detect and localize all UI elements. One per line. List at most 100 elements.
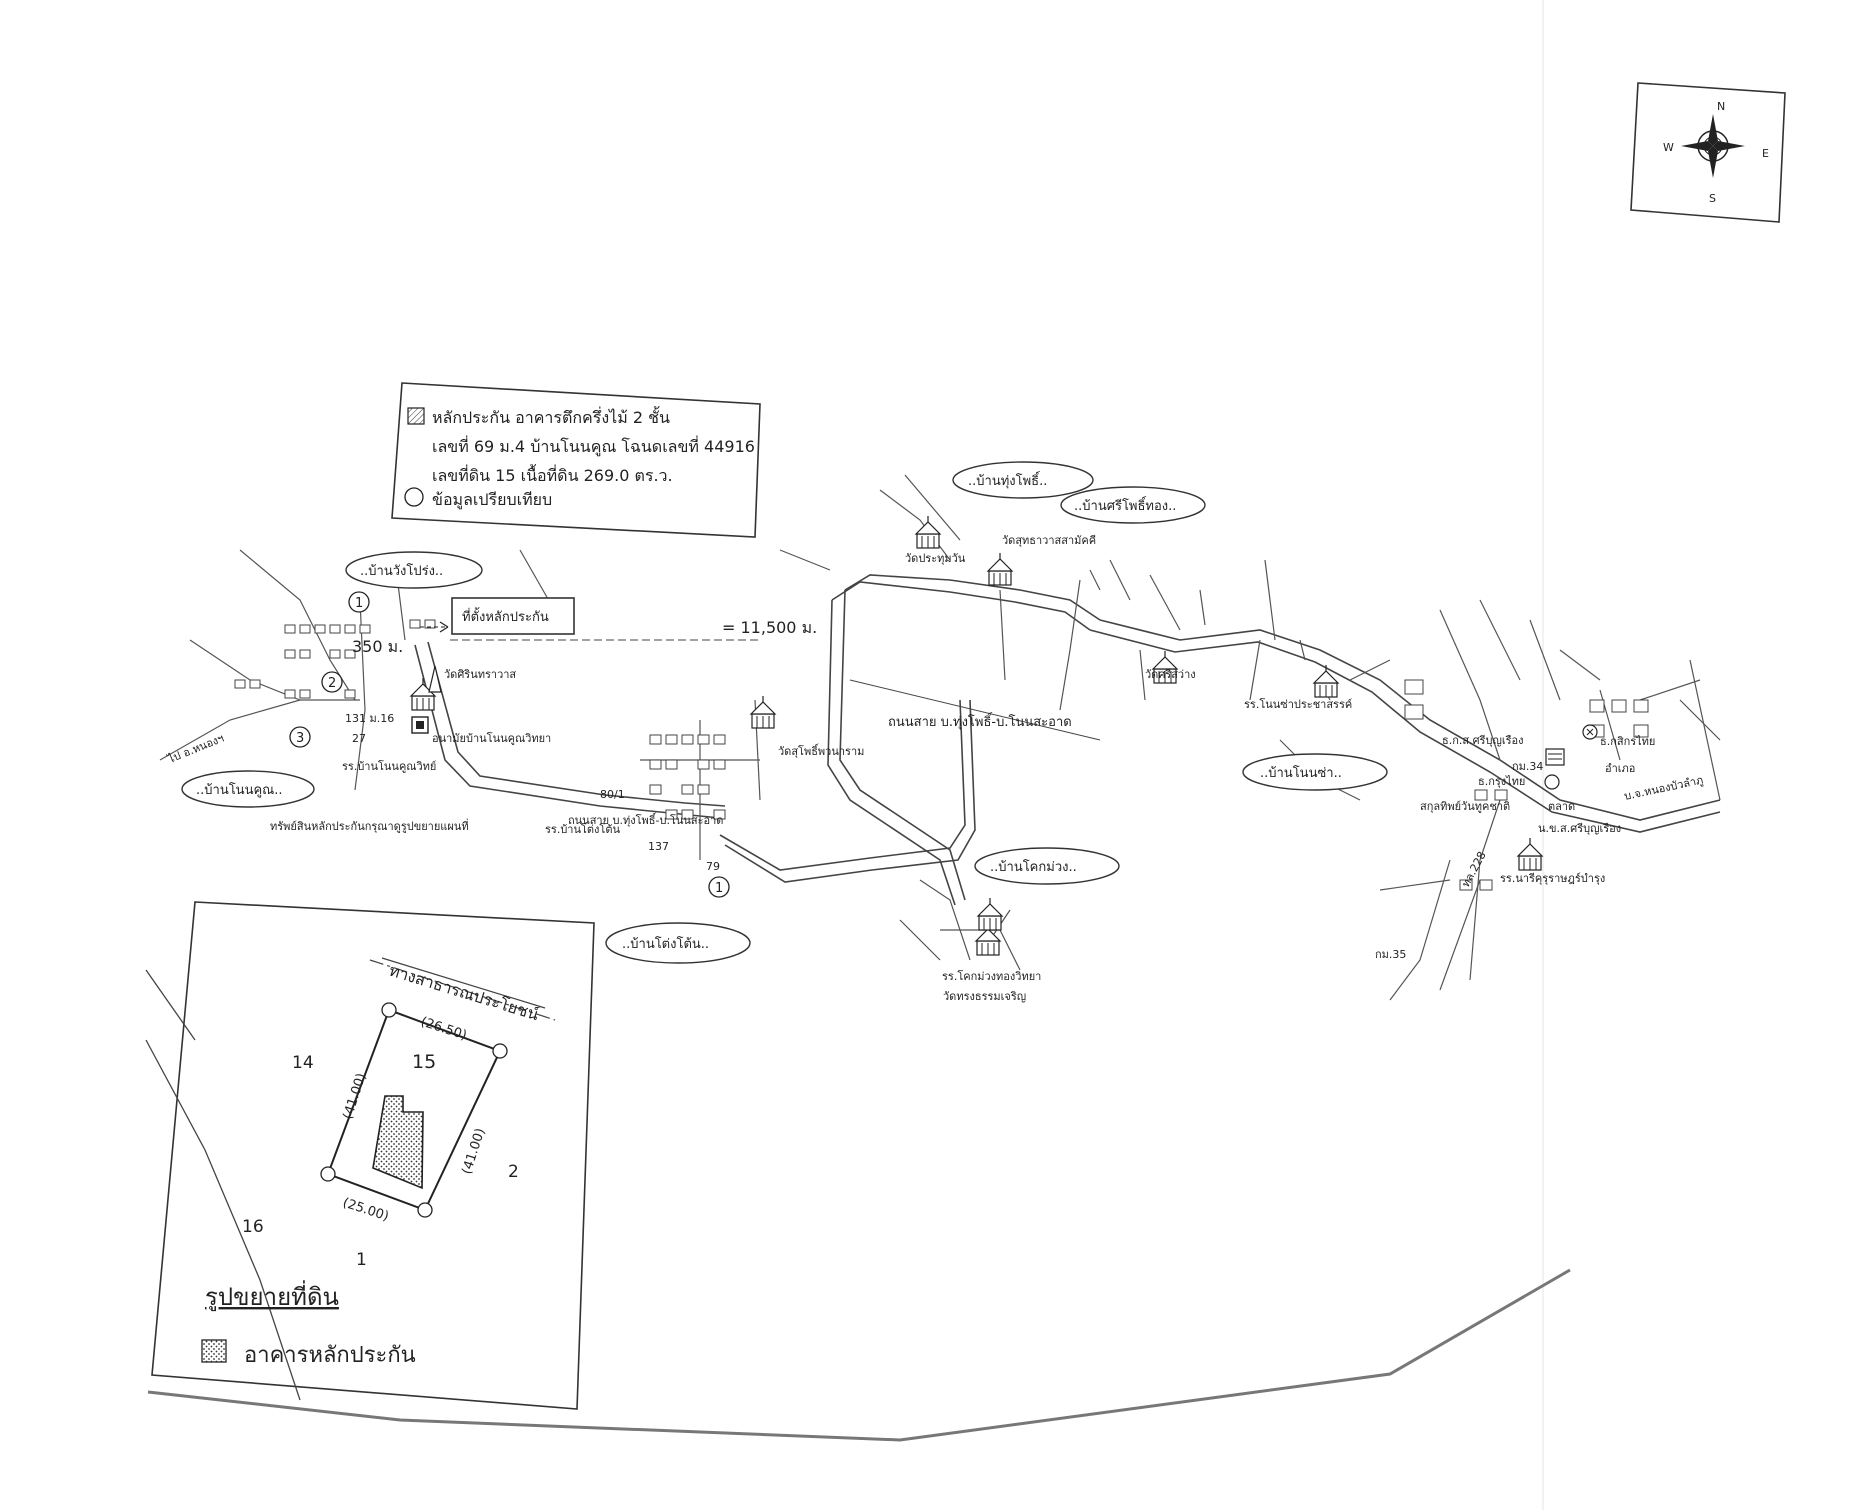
label-house-80: 80/1	[600, 788, 625, 801]
svg-text:..บ้านโนนซ่า..: ..บ้านโนนซ่า..	[1260, 765, 1342, 781]
village-blocks-east	[1404, 679, 1649, 891]
label-market: ตลาด	[1548, 800, 1575, 813]
village-oval-khokmuang: ..บ้านโคกม่วง..	[974, 847, 1120, 885]
label-wat-sutha: วัดสุทธาวาสสามัคคี	[1002, 534, 1096, 547]
village-oval-nonkhun: ..บ้านโนนคูณ..	[181, 770, 315, 808]
label-bank-kasikorn: ธ.กสิกรไทย	[1600, 735, 1655, 748]
legend-frame	[391, 382, 761, 538]
label-wat-srisawang: วัดศรีสว่าง	[1145, 668, 1196, 681]
svg-text:2: 2	[328, 676, 336, 691]
svg-text:ที่ตั้งหลักประกัน: ที่ตั้งหลักประกัน	[462, 607, 549, 625]
page-fold-edge	[147, 1268, 1571, 1442]
village-oval-thungpho: ..บ้านทุ่งโพธิ์..	[952, 461, 1094, 499]
village-oval-sriphothong: ..บ้านศรีโพธิ์ทอง..	[1060, 486, 1206, 524]
compass-w-label: W	[1663, 141, 1674, 154]
neighbor-bottom-left-label: 16	[242, 1217, 264, 1237]
label-to-nongbua: บ.จ.หนองบัวลำภู	[1623, 773, 1704, 802]
label-bank-krungthai: ธ.กรุงไทย	[1478, 775, 1525, 788]
label-district-office: อำเภอ	[1605, 762, 1635, 775]
label-school-nari: รร.นารีคุรุราษฎร์บำรุง	[1500, 872, 1605, 885]
label-bank-baac: ธ.ก.ส.ศรีบุญเรือง	[1442, 734, 1523, 747]
legend-box: หลักประกัน อาคารตึกครึ่งไม้ 2 ชั้น เลขที…	[391, 382, 761, 538]
svg-text:..บ้านโคกม่วง..: ..บ้านโคกม่วง..	[990, 859, 1077, 875]
temple-icon	[915, 515, 941, 549]
compass-icon	[1681, 114, 1745, 178]
neighbor-right-label: 2	[508, 1162, 519, 1182]
compass-rose: N S E W	[1630, 82, 1786, 223]
distance-short-label: 350 ม.	[352, 637, 403, 656]
collateral-hatch-icon	[407, 407, 425, 425]
legend-collateral-line3: เลขที่ดิน 15 เนื้อที่ดิน 269.0 ตร.ว.	[432, 464, 673, 485]
inset-title: รูปขยายที่ดิน	[205, 1280, 339, 1312]
temple-icon	[987, 552, 1013, 586]
label-km35: กม.35	[1375, 948, 1406, 961]
label-road-small: ถนนสาย บ.ทุ่งโพธิ์-บ.โนนสะอาด	[568, 812, 723, 827]
label-health-center: อนามัยบ้านโนนคูณวิทยา	[432, 731, 551, 745]
comparison-marker-1-left: 1	[348, 591, 370, 613]
district-office-icon	[1582, 724, 1598, 740]
village-oval-tongton: ..บ้านโต่งโต้น..	[605, 922, 751, 964]
distance-label: = 11,500 ม.	[722, 618, 817, 637]
village-blocks-center	[649, 734, 726, 820]
neighbor-left-label: 14	[292, 1053, 314, 1073]
label-house-137: 137	[648, 840, 669, 853]
comparison-circle-icon	[404, 487, 424, 507]
temple-icon	[1517, 837, 1543, 871]
label-house-131: 131 ม.16	[345, 712, 394, 725]
plot-corner-marker	[417, 1202, 433, 1218]
svg-text:3: 3	[296, 731, 304, 746]
comparison-marker-3: 3	[289, 726, 311, 748]
label-school-srib: น.ข.ส.ศรีบุญเรือง	[1538, 822, 1621, 835]
collateral-location-callout: ที่ตั้งหลักประกัน	[420, 597, 575, 635]
label-house-27: 27	[352, 732, 366, 745]
expand-note: ทรัพย์สินหลักประกันกรุณาดูรูปขยายแผนที่	[270, 818, 469, 833]
village-oval-wangprong: ..บ้านวังโปร่ง..	[345, 551, 483, 589]
svg-text:1: 1	[715, 881, 723, 896]
label-wat-siri: วัดศิรินทราวาส	[444, 668, 516, 681]
compass-s-label: S	[1709, 192, 1716, 205]
svg-text:..บ้านโต่งโต้น..: ..บ้านโต่งโต้น..	[622, 936, 709, 952]
svg-text:..บ้านวังโปร่ง..: ..บ้านวังโปร่ง..	[360, 563, 443, 579]
plot-corner-marker	[492, 1043, 508, 1059]
label-wat-suthi: วัดสุโพธิ์พวนาราม	[778, 743, 864, 758]
comparison-marker-1-center: 1	[708, 876, 730, 898]
label-school-nonkhun: รร.บ้านโนนคูณวิทย์	[342, 759, 436, 773]
compass-frame	[1630, 82, 1786, 223]
legend-collateral-line2: เลขที่ 69 ม.4 บ้านโนนคูณ โฉนดเลขที่ 4491…	[432, 435, 755, 457]
road-label: ถนนสาย บ.ทุ่งโพธิ์-บ.โนนสะอาด	[888, 712, 1072, 730]
neighbor-bottom-label: 1	[356, 1250, 367, 1270]
road-label-leader	[849, 679, 1101, 741]
svg-text:..บ้านศรีโพธิ์ทอง..: ..บ้านศรีโพธิ์ทอง..	[1074, 496, 1176, 514]
inset-boundary-line	[145, 1039, 301, 1401]
bank-icon	[1545, 748, 1565, 766]
school-flag-icon	[411, 716, 429, 734]
building-footprint	[372, 1095, 424, 1190]
svg-text:..บ้านโนนคูณ..: ..บ้านโนนคูณ..	[196, 782, 282, 798]
legend-collateral-line1: หลักประกัน อาคารตึกครึ่งไม้ 2 ชั้น	[432, 406, 670, 427]
plot-corner-marker	[320, 1166, 336, 1182]
inset-road-dashline	[369, 959, 556, 1021]
label-police: สกุลทิพย์วันทูคชาติ	[1420, 800, 1510, 813]
inset-plot: ทางสาธารณประโยชน์ 15 14 2 16 1 (26.50) (…	[145, 901, 595, 1410]
label-wat-prathum: วัดประทุมวัน	[905, 552, 966, 565]
compass-n-label: N	[1717, 100, 1725, 113]
temple-icon	[1313, 664, 1339, 698]
market-icon	[1544, 774, 1560, 790]
label-house-79: 79	[706, 860, 720, 873]
compass-e-label: E	[1762, 147, 1769, 160]
stupa-icon	[428, 665, 442, 693]
inset-road-edge	[381, 957, 546, 1009]
plot-number-label: 15	[412, 1051, 436, 1073]
label-school-nonsa: รร.โนนซ่าประชาสรรค์	[1244, 697, 1352, 711]
plot-corner-marker	[381, 1002, 397, 1018]
temple-icon	[977, 897, 1003, 931]
comparison-marker-2: 2	[321, 671, 343, 693]
village-blocks-left	[234, 619, 436, 699]
label-wat-thongtham: วัดทรงธรรมเจริญ	[943, 990, 1026, 1003]
inset-legend-label: อาคารหลักประกัน	[244, 1343, 416, 1368]
legend-comparison-label: ข้อมูลเปรียบเทียบ	[432, 490, 552, 510]
label-km34: กม.34	[1512, 760, 1543, 773]
village-oval-nonsa: ..บ้านโนนซ่า..	[1242, 753, 1388, 791]
svg-text:1: 1	[355, 596, 363, 611]
label-school-khokmuang: รร.โคกม่วงทองวิทยา	[942, 969, 1041, 983]
